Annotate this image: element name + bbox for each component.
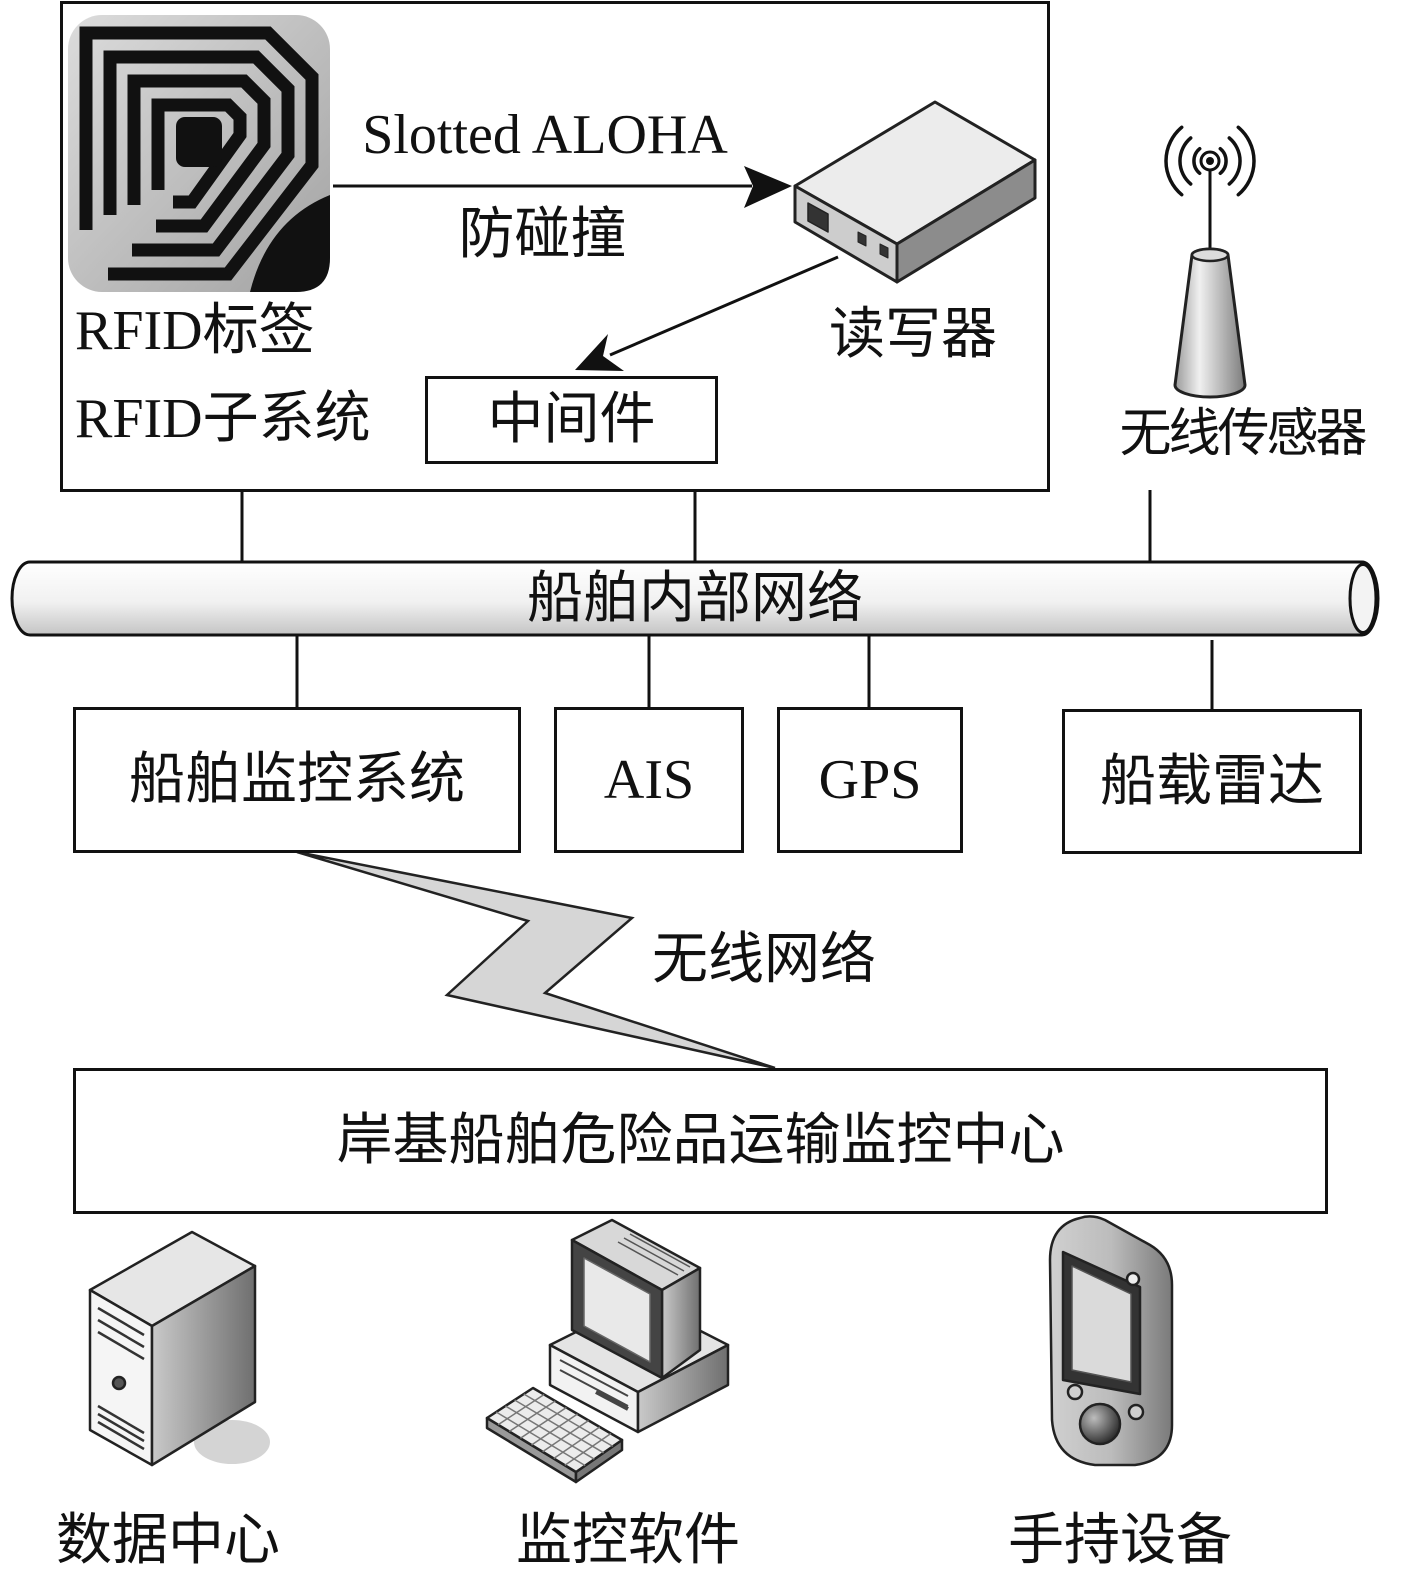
shore-monitoring-center-label: 岸基船舶危险品运输监控中心 — [336, 1110, 1065, 1172]
ship-network-label: 船舶内部网络 — [12, 562, 1378, 635]
protocol-label-text: Slotted ALOHA — [362, 104, 728, 166]
wireless-sensor-icon — [1164, 125, 1256, 399]
anticollision-label-text: 防碰撞 — [458, 204, 627, 266]
ais-label: AIS — [603, 749, 695, 811]
handheld-icon — [1048, 1215, 1174, 1467]
rfid-tag-icon — [68, 15, 330, 292]
wireless-network-label: 无线网络 — [652, 929, 876, 991]
middleware-label: 中间件 — [487, 389, 656, 451]
monitoring-software-label: 监控软件 — [516, 1510, 740, 1572]
rfid-subsystem-label-text: RFID子系统 — [75, 388, 371, 450]
ship-monitoring-system-box: 船舶监控系统 — [73, 707, 521, 853]
server-icon — [88, 1230, 270, 1467]
reader-icon — [793, 100, 1037, 284]
ship-monitoring-system-label: 船舶监控系统 — [129, 749, 465, 811]
ship-network-label-text: 船舶内部网络 — [527, 567, 863, 630]
gps-box: GPS — [777, 707, 963, 853]
monitoring-software-label-text: 监控软件 — [516, 1510, 740, 1572]
ship-network-pipe — [10, 560, 1380, 637]
gps-label: GPS — [818, 749, 922, 811]
data-center-label-text: 数据中心 — [56, 1510, 280, 1572]
middleware-box: 中间件 — [425, 376, 718, 464]
handheld-device-label-text: 手持设备 — [1008, 1510, 1232, 1572]
reader-label-text: 读写器 — [829, 304, 997, 366]
wireless-sensor-label: 无线传感器 — [1112, 404, 1372, 466]
ship-radar-box: 船载雷达 — [1062, 709, 1362, 854]
shore-monitoring-center-box: 岸基船舶危险品运输监控中心 — [73, 1068, 1328, 1214]
rfid-subsystem-box — [60, 1, 1050, 492]
wireless-sensor-label-text: 无线传感器 — [1119, 406, 1367, 463]
ship-radar-label: 船载雷达 — [1100, 750, 1324, 813]
slotted-aloha-label: Slotted ALOHA — [330, 104, 760, 166]
data-center-label: 数据中心 — [56, 1510, 280, 1572]
anticollision-label: 防碰撞 — [440, 204, 645, 266]
handheld-device-label: 手持设备 — [1008, 1510, 1232, 1572]
reader-to-middleware-arrow — [575, 255, 839, 371]
rfid-tag-label-text: RFID标签 — [75, 300, 315, 362]
rfid-subsystem-label: RFID子系统 — [75, 388, 371, 450]
reader-label: 读写器 — [808, 304, 1018, 366]
rfid-tag-label: RFID标签 — [75, 300, 315, 362]
wireless-network-label-text: 无线网络 — [652, 929, 876, 991]
ais-box: AIS — [554, 707, 744, 853]
computer-icon — [485, 1218, 730, 1484]
tag-to-reader-arrow — [333, 166, 792, 208]
